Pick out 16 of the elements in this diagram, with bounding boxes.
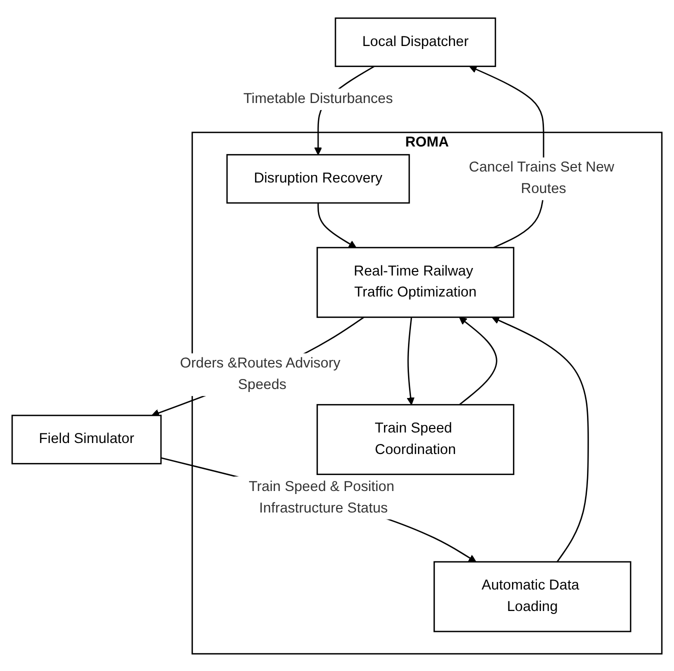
edge-label: Train Speed & Position Infrastructure Status [248, 478, 394, 516]
node-box: Local Dispatcher [334, 17, 496, 67]
arrow [152, 316, 364, 416]
arrow [492, 316, 589, 562]
node-box: Field Simulator [11, 414, 162, 464]
node-box: Real-Time Railway Traffic Optimization [316, 246, 514, 318]
edge-label: Timetable Disturbances [243, 90, 393, 106]
arrow [458, 316, 498, 405]
edge-label: Cancel Trains Set New Routes [468, 160, 614, 196]
node-box: Disruption Recovery [226, 154, 410, 204]
arrow [406, 316, 415, 405]
edge-label: Orders &Routes Advisory Speeds [180, 355, 340, 392]
node-box: Automatic Data Loading [434, 560, 632, 632]
arrow [317, 202, 356, 248]
arrow [160, 456, 476, 562]
node-box: Train Speed Coordination [316, 404, 514, 475]
